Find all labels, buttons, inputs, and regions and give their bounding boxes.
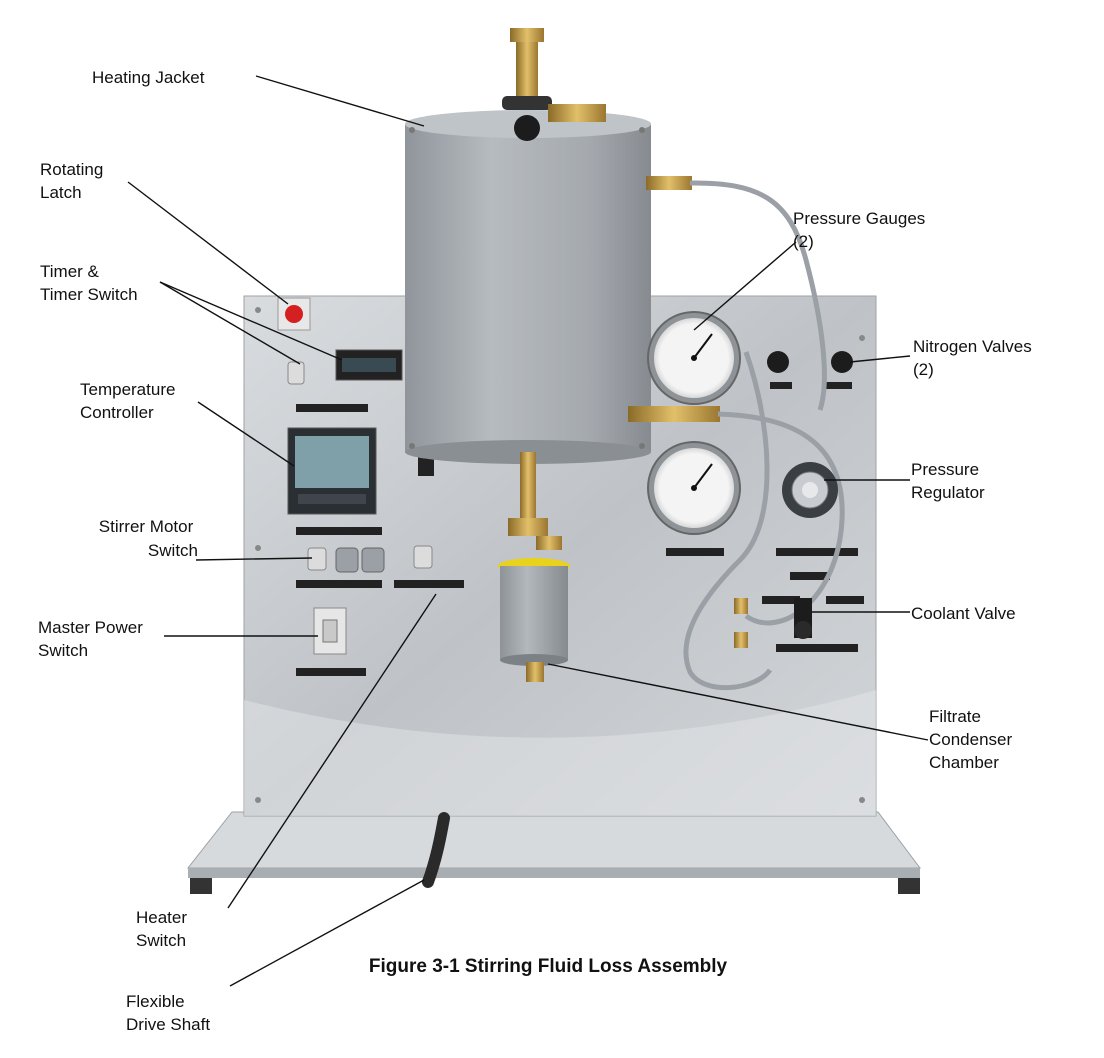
condenser-body <box>500 566 568 660</box>
label-plate <box>826 382 852 389</box>
top-knob-ball <box>514 115 540 141</box>
label-temperature-controller: Temperature Controller <box>80 380 180 422</box>
temperature-controller-keys <box>298 494 366 504</box>
condenser-outlet <box>526 662 544 682</box>
label-plate <box>790 572 830 580</box>
pressure-gauge-bottom <box>647 441 741 535</box>
base-plate <box>186 811 921 869</box>
rotating-latch-button <box>285 305 303 323</box>
panel-screw <box>255 545 261 551</box>
panel-screw <box>255 307 261 313</box>
label-plate <box>296 580 382 588</box>
timer-lcd <box>342 358 396 372</box>
label-master-power-switch: Master Power Switch <box>38 618 148 660</box>
label-plate <box>394 580 464 588</box>
mid-fitting <box>628 406 720 422</box>
top-brass-fitting <box>548 104 606 122</box>
top-valve-nut <box>502 96 552 110</box>
condenser-bottom <box>500 654 568 666</box>
timer-switch <box>287 361 305 385</box>
heater-switch-toggle <box>413 545 433 569</box>
coolant-fitting <box>734 598 748 614</box>
heating-jacket-body <box>405 124 651 452</box>
nitrogen-valve-knob <box>831 351 853 373</box>
filtrate-valve <box>508 518 548 536</box>
label-heater-switch: Heater Switch <box>136 908 192 950</box>
pressure-gauge-top <box>647 311 741 405</box>
top-valve-cap <box>510 28 544 42</box>
flexible-drive-shaft <box>422 812 450 888</box>
leader-pressure-gauges <box>693 241 797 331</box>
label-plate <box>296 527 382 535</box>
stirrer-knob <box>361 547 385 573</box>
foot-left <box>190 878 212 894</box>
label-plate <box>776 644 858 652</box>
coolant-valve <box>794 598 812 639</box>
foot-right <box>898 878 920 894</box>
leader-timer-a <box>159 281 301 365</box>
panel-screw <box>859 797 865 803</box>
stirrer-knob <box>335 547 359 573</box>
pressure-regulator <box>782 462 838 518</box>
jacket-fitting <box>646 176 692 190</box>
label-plate <box>296 404 368 412</box>
leader-temperature-controller <box>197 401 295 467</box>
nitrogen-hose <box>689 180 827 411</box>
label-plate <box>666 548 724 556</box>
label-flexible-drive-shaft: Flexible Drive Shaft <box>126 992 210 1034</box>
leader-timer-b <box>159 281 343 361</box>
regulator-hose <box>717 411 845 626</box>
leader-flexible-drive-shaft <box>229 879 425 987</box>
label-pressure-regulator: Pressure Regulator <box>911 460 985 502</box>
label-filtrate-condenser-chamber: Filtrate Condenser Chamber <box>929 707 1017 772</box>
label-plate <box>296 668 366 676</box>
label-nitrogen-valves: Nitrogen Valves (2) <box>913 337 1036 379</box>
leader-heater-switch <box>227 593 437 909</box>
label-timer: Timer & Timer Switch <box>40 262 138 304</box>
label-rotating-latch: Rotating Latch <box>40 160 108 202</box>
label-plate <box>770 382 792 389</box>
base-plate-edge <box>188 868 920 878</box>
leader-nitrogen-valves <box>849 355 911 363</box>
filtrate-side-fitting <box>536 536 562 550</box>
leader-rotating-latch <box>127 181 289 305</box>
label-stirrer-motor-switch: Stirrer Motor Switch <box>99 517 198 560</box>
nitrogen-valve-knob <box>767 351 789 373</box>
jacket-screw <box>639 127 645 133</box>
label-plate <box>776 548 858 556</box>
equipment-illustration <box>186 28 921 894</box>
leader-filtrate-condenser-chamber <box>547 663 929 741</box>
label-plate <box>826 596 864 604</box>
callout-labels: Heating Jacket Rotating Latch Timer & Ti… <box>38 68 1036 1034</box>
label-coolant-valve: Coolant Valve <box>911 604 1016 623</box>
condenser-hose <box>683 351 773 691</box>
top-valve-stem <box>516 36 538 98</box>
jacket-screw <box>639 443 645 449</box>
panel-reflection <box>244 690 876 816</box>
jacket-screw <box>409 127 415 133</box>
label-plate <box>762 596 800 604</box>
figure-caption: Figure 3-1 Stirring Fluid Loss Assembly <box>369 956 728 977</box>
panel-screw <box>859 335 865 341</box>
coolant-fitting <box>734 632 748 648</box>
panel-screw <box>255 797 261 803</box>
filtrate-stem <box>520 452 536 522</box>
label-pressure-gauges: Pressure Gauges (2) <box>793 209 930 251</box>
small-switch <box>418 456 434 476</box>
leader-stirrer-motor-switch <box>195 557 313 561</box>
master-power-rocker <box>322 619 338 643</box>
leader-lines <box>127 75 929 987</box>
leader-heating-jacket <box>255 75 425 127</box>
label-heating-jacket: Heating Jacket <box>92 68 205 87</box>
stirrer-switch <box>307 547 327 571</box>
temperature-controller-screen <box>295 436 369 488</box>
jacket-screw <box>409 443 415 449</box>
